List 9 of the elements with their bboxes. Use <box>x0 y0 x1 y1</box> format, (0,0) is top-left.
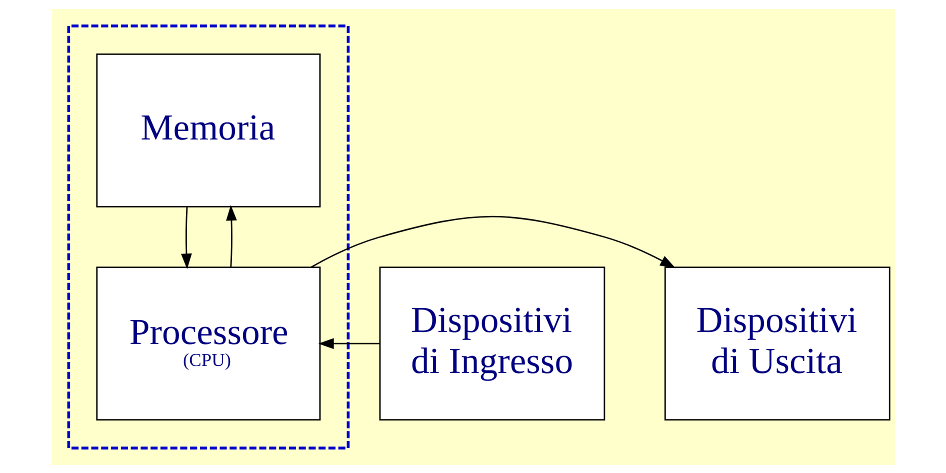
arrow <box>310 215 676 268</box>
node-box: Dispositivi di Ingresso <box>378 266 605 420</box>
cluster <box>66 24 350 449</box>
arrow <box>226 204 236 267</box>
node-box: Memoria <box>96 52 320 207</box>
node-box: Dispositivi di Uscita <box>664 266 890 420</box>
arrow <box>318 338 379 349</box>
arrow <box>180 206 192 269</box>
node-box: Processore (CPU) <box>96 266 320 420</box>
